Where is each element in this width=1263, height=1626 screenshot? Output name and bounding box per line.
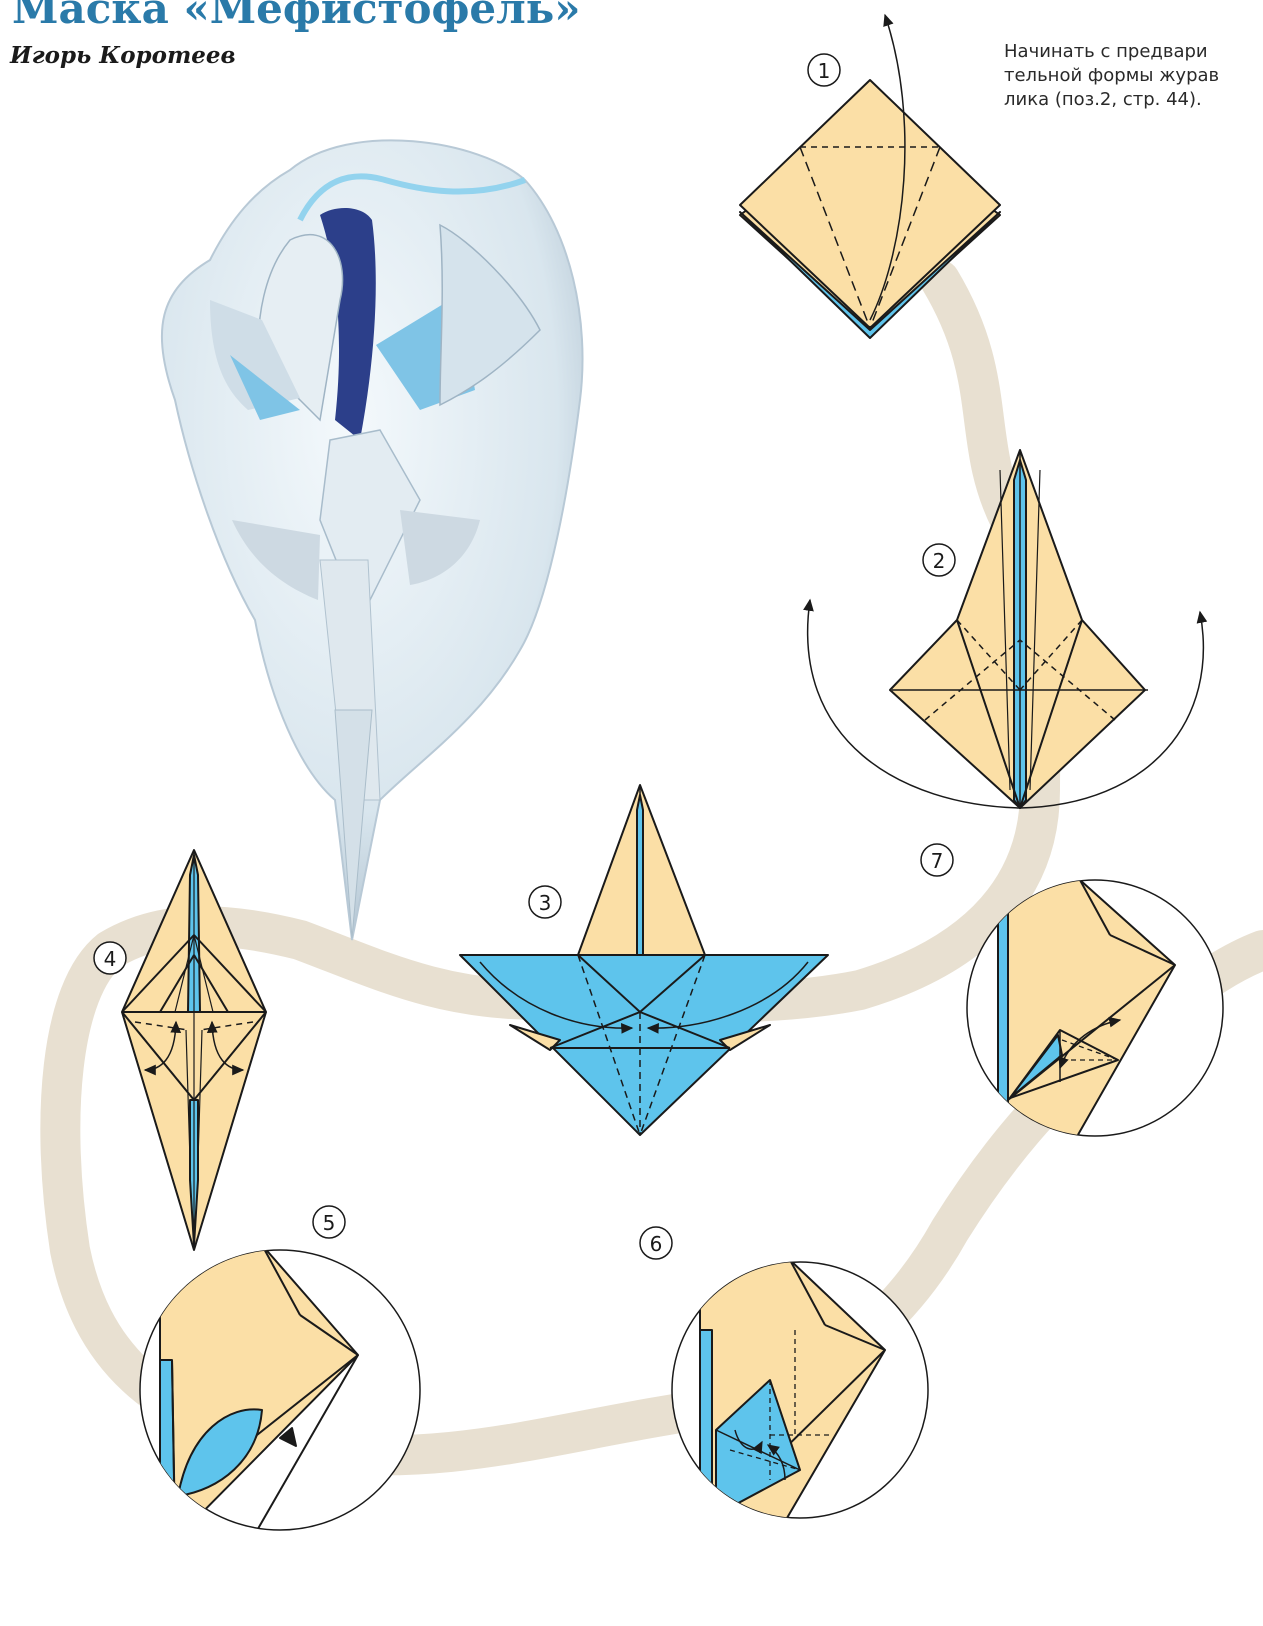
step-5-diagram — [140, 1245, 420, 1560]
step-number-4: 4 — [94, 942, 126, 974]
step-number-7: 7 — [921, 844, 953, 876]
step-3-diagram — [460, 785, 828, 1135]
mask-photo — [162, 140, 583, 940]
step-number-label: 4 — [104, 947, 117, 971]
step-number-6: 6 — [640, 1227, 672, 1259]
step-number-label: 2 — [933, 549, 946, 573]
step-number-3: 3 — [529, 886, 561, 918]
step-number-label: 7 — [931, 849, 944, 873]
step-2-diagram — [808, 450, 1204, 808]
step-number-label: 5 — [323, 1211, 336, 1235]
step-number-label: 6 — [650, 1232, 663, 1256]
step-number-label: 1 — [818, 59, 831, 83]
step-number-1: 1 — [808, 54, 840, 86]
step-7-diagram — [967, 880, 1223, 1140]
step-number-5: 5 — [313, 1206, 345, 1238]
step-6-diagram — [672, 1260, 928, 1530]
step-number-2: 2 — [923, 544, 955, 576]
step-number-label: 3 — [539, 891, 552, 915]
